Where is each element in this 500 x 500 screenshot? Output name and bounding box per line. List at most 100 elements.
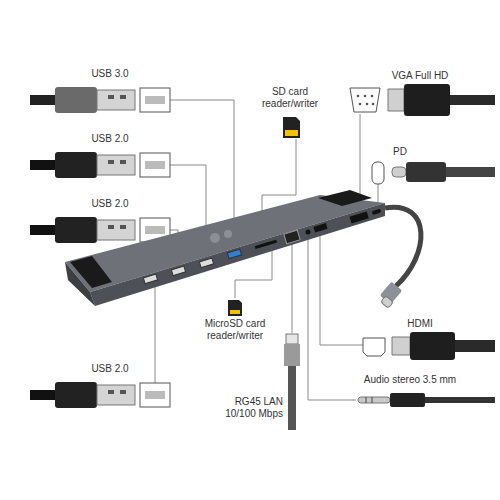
usb-receptacle-icon: [140, 383, 170, 407]
port-label: PD: [380, 146, 420, 158]
usb2-plug: [120, 390, 126, 394]
audio-jack: [358, 397, 390, 403]
dock-port: [199, 258, 213, 268]
usb3-plug: [55, 87, 97, 113]
rj45-plug: [284, 334, 300, 430]
dock-port: [143, 274, 157, 284]
usb2-plug: [30, 390, 55, 400]
usb3-plug: [97, 90, 135, 110]
dock-port: [350, 211, 369, 223]
usbc-plug: [406, 162, 446, 182]
vga-plug: [404, 84, 450, 116]
usb-receptacle-icon: [140, 88, 170, 112]
port-label: MicroSD card reader/writer: [195, 318, 275, 342]
usb-receptacle-icon: [145, 161, 165, 169]
sd-card-icon: [283, 117, 300, 138]
dock-body: [318, 190, 372, 206]
usb-receptacle-icon: [145, 96, 165, 104]
dock-port: [267, 240, 277, 246]
usb-receptacle-icon: [140, 153, 170, 177]
vga-receptacle-icon: [350, 88, 380, 112]
usb3-plug: [120, 95, 126, 99]
microsd-card-icon: [228, 300, 242, 316]
audio-jack: [372, 397, 373, 403]
port-label: RG45 LAN 10/100 Mbps: [205, 396, 283, 420]
dock-port: [171, 266, 185, 276]
usb2-plug: [30, 152, 135, 178]
vga-plug: [388, 84, 495, 116]
usb2-plug: [30, 225, 55, 235]
vga-receptacle-icon: [371, 95, 374, 98]
usb-receptacle-icon: [145, 226, 165, 234]
vga-receptacle-icon: [350, 88, 380, 112]
usb2-plug: [30, 382, 135, 408]
hdmi-plug: [455, 340, 495, 352]
dock-port: [143, 209, 381, 284]
leader-line: [292, 240, 293, 333]
dock-port: [284, 230, 300, 244]
dock-cable: [380, 207, 421, 308]
rj45-plug: [286, 334, 298, 344]
port-label: HDMI: [390, 318, 450, 330]
usb2-plug: [120, 225, 126, 229]
dock-port: [227, 249, 241, 259]
audio-jack: [366, 397, 367, 403]
port-label: SD card reader/writer: [254, 86, 326, 110]
dock-cable: [381, 296, 394, 309]
usb2-plug: [55, 382, 97, 408]
usb-receptacle-icon: [145, 391, 165, 399]
usb2-plug: [55, 152, 97, 178]
vga-plug: [388, 89, 404, 111]
vga-receptacle-icon: [357, 95, 360, 98]
leader-line: [155, 280, 156, 383]
usbc-plug: [446, 167, 495, 177]
usb2-plug: [55, 217, 97, 243]
usb2-plug: [108, 390, 114, 394]
audio-jack: [425, 397, 495, 403]
hdmi-receptacle-icon: [363, 338, 385, 356]
leader-line: [320, 230, 363, 345]
usb2-plug: [97, 220, 135, 240]
usb2-plug: [120, 160, 126, 164]
usbc-receptacle-icon: [372, 162, 384, 184]
usb3-plug: [30, 87, 135, 113]
usb-receptacle-icon: [140, 153, 170, 177]
usb2-plug: [108, 225, 114, 229]
hdmi-plug: [410, 332, 455, 360]
dock-cable: [385, 207, 421, 286]
hdmi-receptacle-icon: [363, 338, 385, 356]
audio-jack: [390, 393, 425, 407]
dock-port: [306, 230, 311, 235]
vga-receptacle-icon: [359, 103, 362, 106]
port-label: USB 3.0: [70, 68, 150, 80]
vga-receptacle-icon: [366, 103, 369, 106]
usb-receptacle-icon: [140, 88, 170, 112]
usb2-plug: [97, 155, 135, 175]
port-label: Audio stereo 3.5 mm: [350, 374, 470, 386]
dock-body: [70, 256, 112, 288]
dock-port: [372, 209, 382, 215]
sd-card-icon: [285, 130, 298, 136]
leader-line: [308, 234, 356, 400]
microsd-card-icon: [230, 310, 240, 314]
usbc-plug: [392, 167, 406, 177]
usb2-plug: [97, 385, 135, 405]
vga-receptacle-icon: [364, 95, 367, 98]
rj45-plug: [288, 366, 296, 430]
vga-receptacle-icon: [372, 103, 375, 106]
usb3-plug: [30, 95, 55, 105]
hdmi-plug: [392, 337, 410, 355]
dock-body: [210, 233, 220, 243]
dock-body: [224, 230, 232, 238]
dock-port: [313, 223, 327, 233]
usb2-plug: [30, 217, 135, 243]
dock-body: [65, 195, 385, 292]
port-label: USB 2.0: [70, 133, 150, 145]
usbc-receptacle-icon: [372, 162, 384, 184]
hdmi-plug: [392, 332, 495, 360]
vga-plug: [450, 95, 495, 105]
dock-body: [90, 203, 385, 306]
port-label: VGA Full HD: [370, 70, 470, 82]
port-label: USB 2.0: [70, 363, 150, 375]
